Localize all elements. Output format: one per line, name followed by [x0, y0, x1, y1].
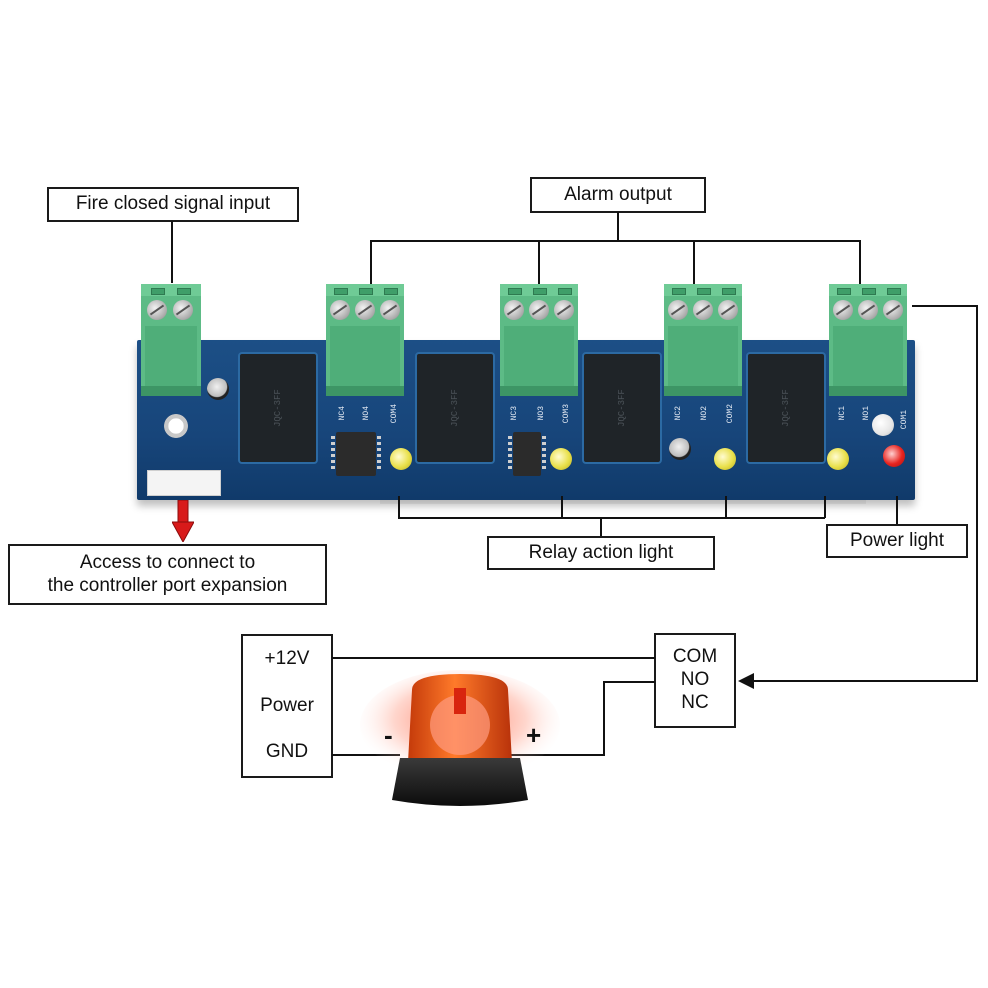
silk-com4: COM4 [390, 404, 399, 424]
screw-icon [833, 300, 853, 320]
alarm-beacon-icon [360, 670, 560, 806]
mounting-hole [164, 414, 188, 438]
power-led [883, 445, 905, 467]
relay1-action-led [827, 448, 849, 470]
relay2-action-led [714, 448, 736, 470]
silk-com1: COM1 [900, 410, 909, 430]
contact-nc: NC [681, 691, 709, 713]
expansion-port-connector[interactable] [147, 470, 221, 496]
alarm-drop-3 [538, 240, 540, 285]
screw-icon [147, 300, 167, 320]
controller-port-text-line1: Access to connect to [79, 551, 256, 573]
screw-icon [504, 300, 524, 320]
contact-com: COM [672, 646, 718, 668]
relay1-output-wire-v [976, 305, 978, 682]
relay-light-drop-2 [725, 496, 727, 518]
fire-input-label: Fire closed signal input [47, 187, 299, 222]
silk-nc1: NC1 [838, 406, 847, 421]
screw-icon [380, 300, 400, 320]
silk-com3: COM3 [562, 404, 571, 424]
optocoupler-chip-2 [508, 432, 546, 476]
screw-icon [173, 300, 193, 320]
arrow-down-icon [172, 500, 194, 542]
relay-2: JQC-3FF [582, 352, 662, 464]
screw-icon [883, 300, 903, 320]
relay-action-light-text: Relay action light [528, 541, 674, 563]
screw-icon [668, 300, 688, 320]
relay4-terminal [326, 284, 404, 396]
screw-icon [554, 300, 574, 320]
power-light-label: Power light [826, 524, 968, 558]
relay1-output-wire-h [912, 305, 978, 307]
alarm-output-label: Alarm output [530, 177, 706, 213]
relay2-terminal [664, 284, 742, 396]
wire-12v-to-com [332, 657, 655, 659]
beacon-plus: + [526, 720, 542, 750]
wire-to-no [603, 681, 655, 683]
controller-port-text-line2: the controller port expansion [47, 574, 288, 596]
relay3-action-led [550, 448, 572, 470]
fire-input-terminal [141, 284, 201, 396]
silk-com2: COM2 [726, 404, 735, 424]
alarm-output-stem [617, 212, 619, 241]
silk-nc2: NC2 [674, 406, 683, 421]
relay-light-drop-4 [398, 496, 400, 518]
relay-1: JQC-3FF [746, 352, 826, 464]
controller-port-label: Access to connect to the controller port… [8, 544, 327, 605]
silk-nc3: NC3 [510, 406, 519, 421]
alarm-drop-2 [693, 240, 695, 285]
silk-no3: NO3 [537, 406, 546, 421]
screw-icon [693, 300, 713, 320]
arrow-left-icon [738, 673, 754, 689]
wire-beacon-plus [505, 754, 605, 756]
relay-3: JQC-3FF [415, 352, 495, 464]
alarm-drop-1 [859, 240, 861, 285]
power-gnd: GND [265, 741, 309, 763]
relay-light-drop-3 [561, 496, 563, 518]
power-indicator-white-led [872, 414, 894, 436]
contact-no: NO [680, 669, 710, 691]
power-supply-box: +12V Power GND [241, 634, 333, 778]
wire-beacon-plus-v [603, 681, 605, 756]
beacon-minus: - [384, 720, 393, 750]
power-name: Power [260, 694, 314, 716]
power-plus-12v: +12V [264, 647, 310, 669]
relay1-terminal [829, 284, 907, 396]
screw-icon [330, 300, 350, 320]
relay-light-bus [398, 517, 825, 519]
capacitor [207, 378, 229, 400]
screw-icon [529, 300, 549, 320]
relay-light-drop-1 [824, 496, 826, 518]
relay-light-stem [600, 517, 602, 537]
screw-icon [355, 300, 375, 320]
relay-4: JQC-3FF [238, 352, 318, 464]
capacitor [669, 438, 691, 460]
silk-no1: NO1 [862, 406, 871, 421]
alarm-drop-4 [370, 240, 372, 285]
silk-no4: NO4 [362, 406, 371, 421]
relay-contacts-box: COM NO NC [654, 633, 736, 728]
screw-icon [858, 300, 878, 320]
relay4-action-led [390, 448, 412, 470]
relay3-terminal [500, 284, 578, 396]
silk-nc4: NC4 [338, 406, 347, 421]
wire-gnd-to-beacon [332, 754, 400, 756]
power-light-stem [896, 496, 898, 526]
alarm-output-bus [370, 240, 860, 242]
alarm-output-text: Alarm output [564, 183, 672, 205]
fire-input-connector-line [171, 221, 173, 283]
silk-no2: NO2 [700, 406, 709, 421]
relay1-output-wire-bottom [752, 680, 978, 682]
screw-icon [718, 300, 738, 320]
fire-input-text: Fire closed signal input [75, 193, 271, 215]
optocoupler-chip-1 [331, 432, 381, 476]
power-light-text: Power light [850, 529, 944, 551]
relay-action-light-label: Relay action light [487, 536, 715, 570]
